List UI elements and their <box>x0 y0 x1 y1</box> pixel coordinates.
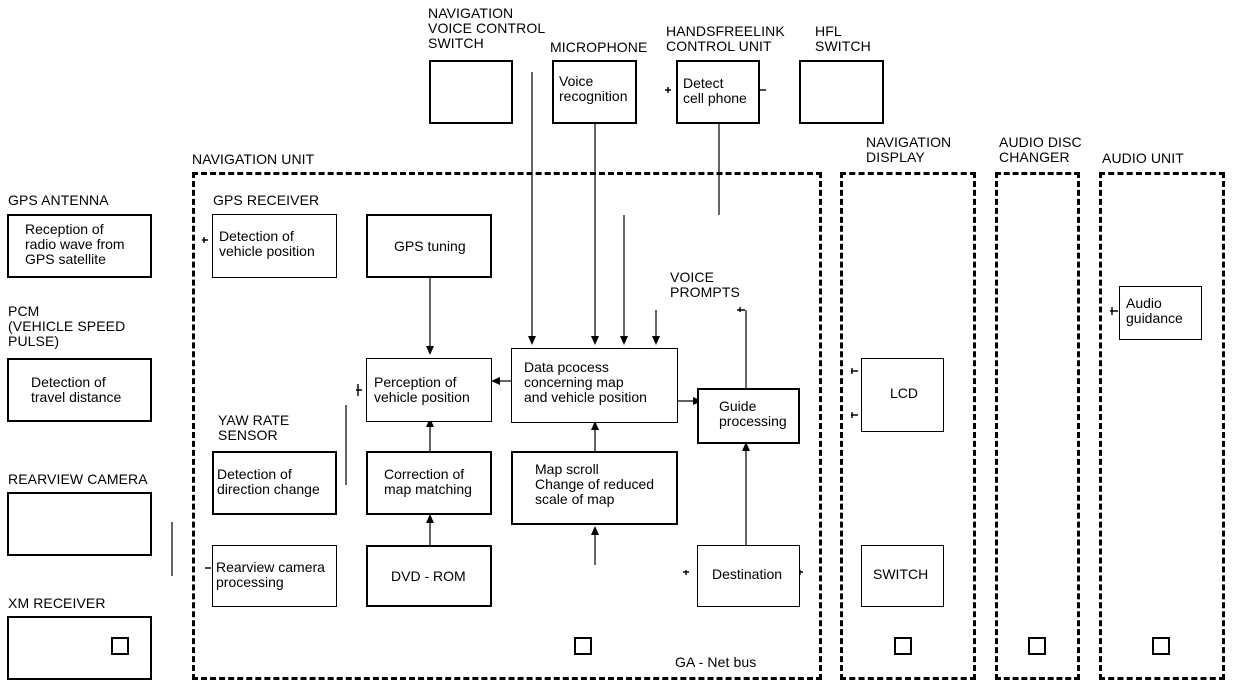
destination-text: Destination <box>712 566 783 582</box>
ga-net-bus-label: GA - Net bus <box>675 654 757 670</box>
audio-unit-connector-icon <box>1152 637 1170 655</box>
perception-vehicle-position-text: Perception of vehicle position <box>374 374 470 405</box>
audio-disc-changer-label: AUDIO DISC CHANGER <box>999 134 1082 165</box>
voice-recognition-text: Voice recognition <box>559 73 628 104</box>
handsfreelink-control-unit-label: HANDSFREELINK CONTROL UNIT <box>666 23 785 54</box>
map-scroll-text: Map scroll Change of reduced scale of ma… <box>535 461 655 507</box>
data-process-box: Data pcocess concerning map and vehicle … <box>511 348 678 423</box>
rearview-camera-processing-box: Rearview camera processing <box>212 545 337 607</box>
destination-box: Destination <box>697 545 800 607</box>
voice-recognition-box: Voice recognition <box>552 60 637 124</box>
gps-tuning-text: GPS tuning <box>394 238 466 254</box>
hfl-switch-box <box>799 60 884 124</box>
gps-antenna-label: GPS ANTENNA <box>8 192 109 208</box>
rearview-camera-label: REARVIEW CAMERA <box>8 471 148 487</box>
perception-vehicle-position-box: Perception of vehicle position <box>366 358 492 422</box>
lcd-box: LCD <box>861 358 944 432</box>
audio-unit-label: AUDIO UNIT <box>1102 150 1184 166</box>
audio-guidance-box: Audio guidance <box>1119 286 1202 340</box>
audio-disc-changer-connector-icon <box>1028 637 1046 655</box>
detection-vehicle-position-text: Detection of vehicle position <box>219 228 315 259</box>
travel-distance-text: Detection of travel distance <box>31 374 122 405</box>
navigation-unit-label: NAVIGATION UNIT <box>192 151 315 167</box>
navigation-unit-enclosure <box>192 172 822 680</box>
gps-receiver-label: GPS RECEIVER <box>213 192 320 208</box>
navigation-display-connector-icon <box>894 637 912 655</box>
yaw-rate-sensor-label: YAW RATE SENSOR <box>218 412 290 443</box>
hfl-switch-label: HFL SWITCH <box>815 23 871 54</box>
display-switch-text: SWITCH <box>873 566 929 582</box>
travel-distance-box: Detection of travel distance <box>7 358 152 422</box>
audio-disc-changer-enclosure <box>995 172 1080 680</box>
rearview-camera-processing-text: Rearview camera processing <box>216 559 325 590</box>
voice-prompts-label: VOICE PROMPTS <box>670 269 740 300</box>
audio-guidance-text: Audio guidance <box>1126 295 1183 326</box>
xm-receiver-label: XM RECEIVER <box>8 595 106 611</box>
navigation-voice-control-switch-label: NAVIGATION VOICE CONTROL SWITCH <box>428 5 546 51</box>
dvd-rom-text: DVD - ROM <box>391 568 466 584</box>
rearview-camera-box <box>7 492 152 556</box>
map-scroll-box: Map scroll Change of reduced scale of ma… <box>511 451 678 525</box>
dvd-rom-box: DVD - ROM <box>366 545 492 607</box>
xm-receiver-box <box>7 616 152 680</box>
detect-cell-phone-text: Detect cell phone <box>683 75 747 106</box>
pcm-label: PCM (VEHICLE SPEED PULSE) <box>8 303 126 349</box>
gps-reception-box: Reception of radio wave from GPS satelli… <box>7 214 152 278</box>
correction-map-matching-text: Correction of map matching <box>384 466 472 497</box>
detect-cell-phone-box: Detect cell phone <box>676 60 760 124</box>
guide-processing-text: Guide processing <box>719 398 787 429</box>
detection-direction-change-box: Detection of direction change <box>212 451 337 515</box>
xm-receiver-connector-icon <box>111 637 129 655</box>
data-process-text: Data pcocess concerning map and vehicle … <box>524 359 647 405</box>
display-switch-box: SWITCH <box>861 545 944 607</box>
correction-map-matching-box: Correction of map matching <box>366 451 492 515</box>
navigation-display-label: NAVIGATION DISPLAY <box>866 134 952 165</box>
navigation-unit-connector-icon <box>574 637 592 655</box>
navigation-voice-control-switch-box <box>429 60 513 124</box>
gps-reception-text: Reception of radio wave from GPS satelli… <box>25 221 125 267</box>
audio-unit-enclosure <box>1099 172 1225 680</box>
lcd-text: LCD <box>890 385 919 401</box>
guide-processing-box: Guide processing <box>697 388 800 444</box>
navigation-display-enclosure <box>840 172 976 680</box>
detection-direction-change-text: Detection of direction change <box>217 466 320 497</box>
microphone-label: MICROPHONE <box>550 39 648 55</box>
gps-tuning-box: GPS tuning <box>366 214 492 278</box>
detection-vehicle-position-box: Detection of vehicle position <box>212 214 337 278</box>
